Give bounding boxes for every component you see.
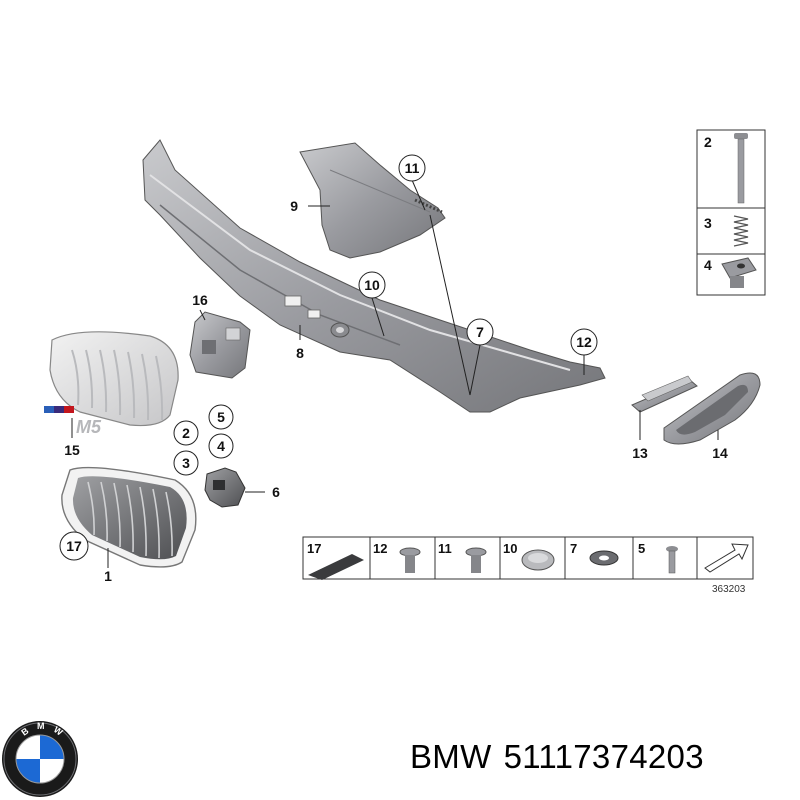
cowl-panel-part-8 (142, 139, 606, 413)
brand-name: BMW (410, 738, 492, 775)
bolt-icon (666, 546, 678, 574)
strip-label-11: 11 (438, 541, 452, 556)
bmw-logo-icon: B M W (2, 721, 78, 797)
grommet-icon (521, 549, 555, 571)
callout-6: 6 (272, 484, 280, 500)
trim-part-13 (631, 375, 698, 413)
callout-4: 4 (217, 438, 225, 454)
washer-icon (589, 550, 619, 566)
kidney-grille-chrome (49, 331, 179, 427)
strip-label-5: 5 (638, 541, 645, 556)
clip-12-icon (399, 547, 421, 573)
trim-part-14 (663, 372, 761, 445)
strip-label-7: 7 (570, 541, 577, 556)
bracket-part-16 (189, 311, 251, 379)
callout-17: 17 (66, 538, 82, 554)
svg-text:B: B (19, 725, 30, 737)
kidney-grille-dark (61, 466, 197, 568)
callout-5: 5 (217, 409, 225, 425)
spring-icon (733, 215, 749, 247)
foam-pad-icon (308, 554, 364, 580)
callout-1: 1 (104, 568, 112, 584)
callout-15: 15 (64, 442, 80, 458)
callout-9: 9 (290, 198, 298, 214)
box-label-3: 3 (704, 215, 712, 231)
callout-7: 7 (476, 324, 484, 340)
svg-text:M: M (37, 721, 45, 731)
callout-circles (59, 154, 598, 561)
box-label-2: 2 (704, 134, 712, 150)
part-number: 51117374203 (503, 738, 704, 775)
leader-lines (71, 179, 719, 568)
callout-14: 14 (712, 445, 728, 461)
strip-label-12: 12 (373, 541, 387, 556)
callout-2: 2 (182, 425, 190, 441)
callout-labels: 11 9 10 7 12 8 16 15 2 3 5 4 6 17 1 13 1… (64, 134, 746, 595)
reference-code: 363203 (712, 584, 746, 595)
callout-10: 10 (364, 277, 380, 293)
fastener-strip (302, 536, 754, 580)
clip-part-6 (204, 467, 246, 508)
box-label-4: 4 (704, 257, 712, 273)
callout-8: 8 (296, 345, 304, 361)
callout-13: 13 (632, 445, 648, 461)
hardware-box-2-3-4 (696, 129, 766, 296)
m5-badge: M5 (44, 406, 102, 437)
part-number-footer: BMW 51117374203 (410, 738, 716, 776)
strip-label-17: 17 (307, 541, 321, 556)
arrow-icon (704, 543, 749, 573)
screw-icon (734, 133, 748, 204)
nut-icon (721, 257, 757, 288)
clip-11-icon (465, 547, 487, 573)
callout-16: 16 (192, 292, 208, 308)
upper-panel-part-9 (299, 142, 446, 259)
callout-12: 12 (576, 334, 592, 350)
callout-11: 11 (405, 160, 420, 176)
callout-3: 3 (182, 455, 190, 471)
badge-label: M5 (76, 417, 102, 437)
strip-label-10: 10 (503, 541, 517, 556)
